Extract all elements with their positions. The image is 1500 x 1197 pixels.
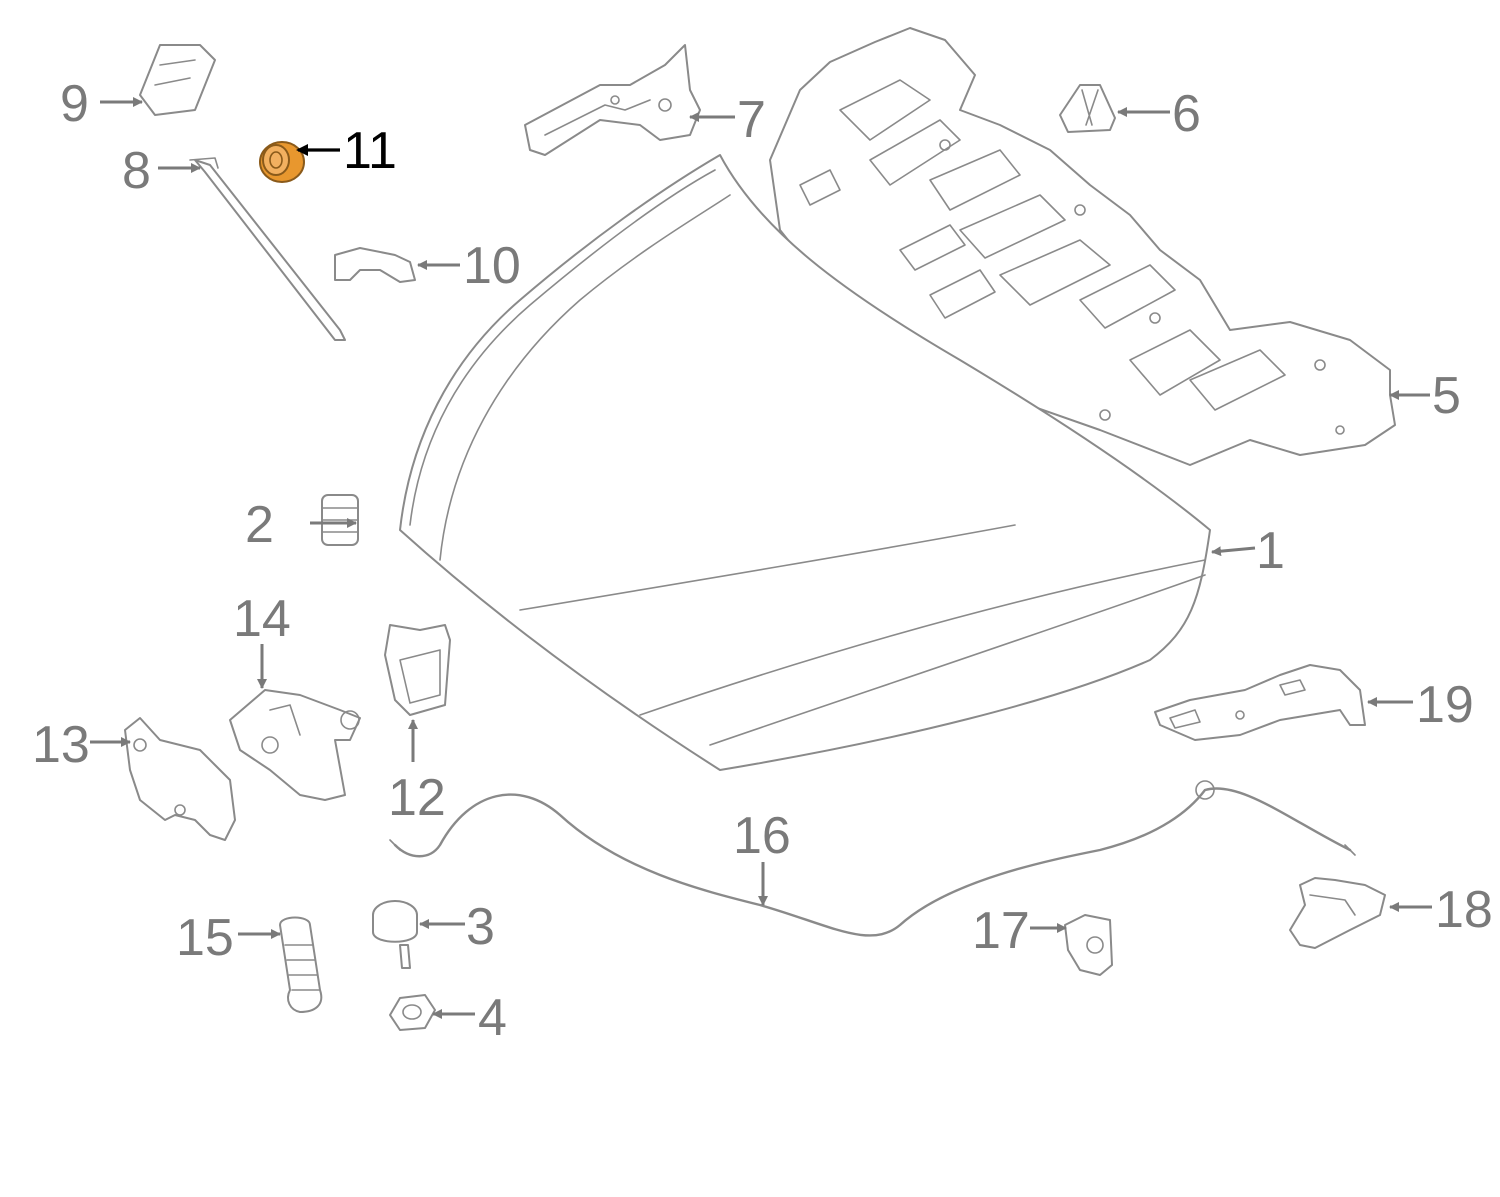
label-14: 14 <box>233 590 291 648</box>
part-9-bracket[interactable] <box>139 44 216 116</box>
label-15: 15 <box>176 909 234 967</box>
part-11-grommet[interactable] <box>259 141 305 183</box>
leader-arrows <box>90 97 1432 1019</box>
label-10: 10 <box>463 237 521 295</box>
part-18-bracket[interactable] <box>1289 877 1386 949</box>
label-3: 3 <box>466 898 495 956</box>
label-6: 6 <box>1172 85 1201 143</box>
part-13-latch[interactable] <box>124 717 236 841</box>
label-17: 17 <box>972 902 1030 960</box>
label-9: 9 <box>60 75 89 133</box>
label-1: 1 <box>1256 522 1285 580</box>
label-13: 13 <box>32 716 90 774</box>
label-18: 18 <box>1435 881 1493 939</box>
label-12: 12 <box>388 769 446 827</box>
label-2: 2 <box>245 496 274 554</box>
label-5: 5 <box>1432 367 1461 425</box>
part-15-buffer[interactable] <box>279 916 323 1013</box>
label-16: 16 <box>733 807 791 865</box>
part-6-clip[interactable] <box>1059 84 1116 133</box>
part-7-hood-hinge[interactable] <box>524 44 701 156</box>
part-8-prop-rod[interactable] <box>189 157 346 341</box>
part-2-bumper[interactable] <box>321 494 359 546</box>
label-7: 7 <box>737 91 766 149</box>
part-19-bracket[interactable] <box>1154 664 1366 741</box>
part-14-hood-lock[interactable] <box>229 689 361 801</box>
label-11: 11 <box>343 122 397 180</box>
label-8: 8 <box>122 142 151 200</box>
part-17-clip[interactable] <box>1064 914 1113 976</box>
part-12-bracket[interactable] <box>384 624 451 716</box>
label-4: 4 <box>478 989 507 1047</box>
part-10-bracket[interactable] <box>334 247 416 283</box>
part-3-stopper[interactable] <box>372 900 418 969</box>
part-1-hood[interactable] <box>399 154 1211 771</box>
label-19: 19 <box>1416 676 1474 734</box>
part-4-nut[interactable] <box>389 994 436 1031</box>
part-16-release-cable[interactable] <box>389 780 1356 937</box>
